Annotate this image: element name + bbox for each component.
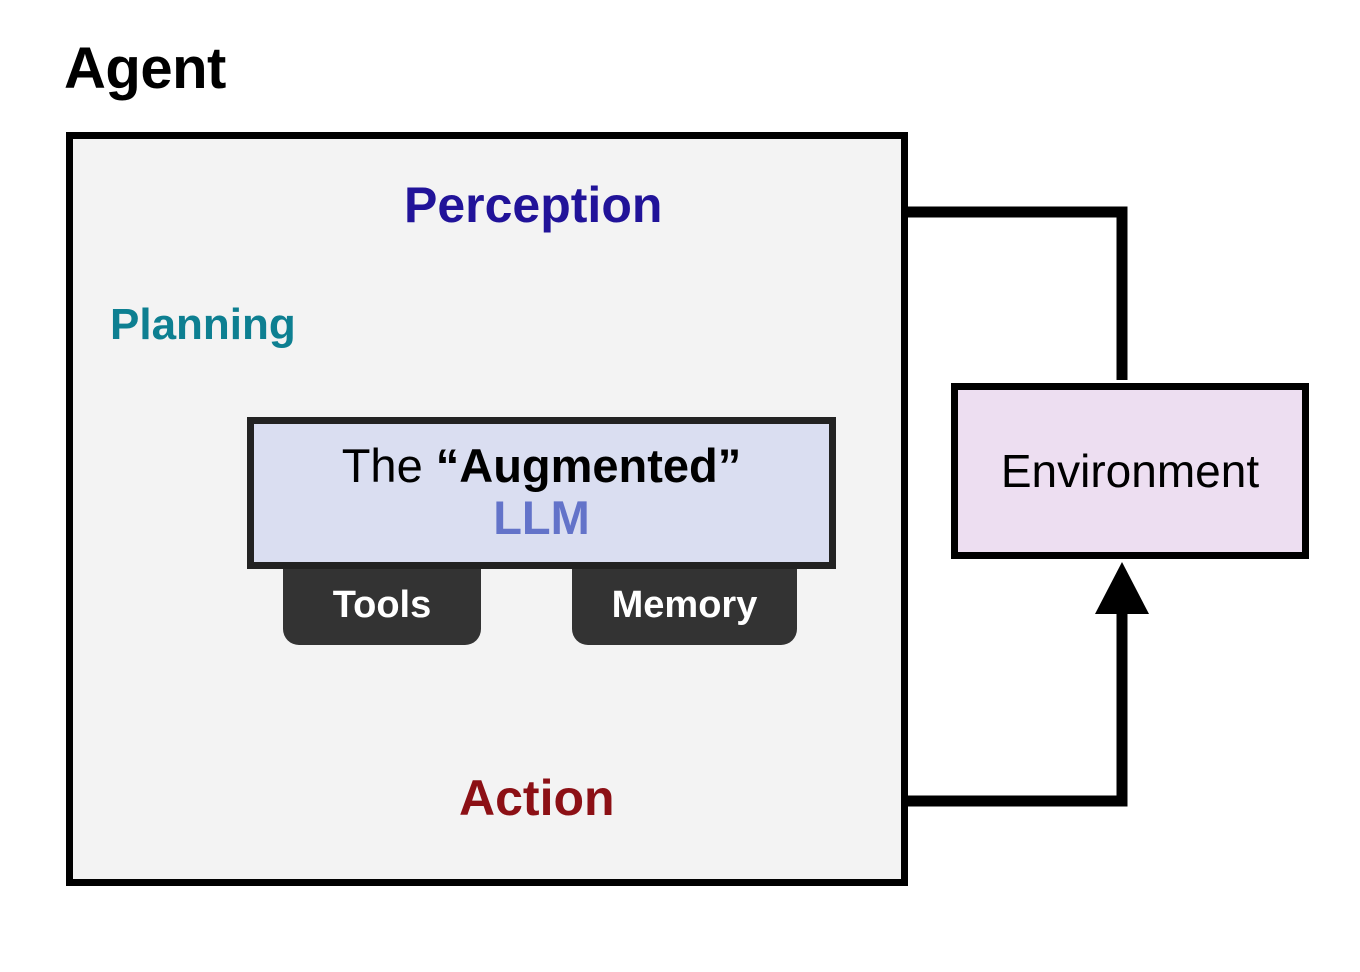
environment-label: Environment (1000, 445, 1260, 497)
stage-label-planning: Planning (110, 300, 296, 349)
capability-tab-memory-label: Memory (611, 583, 758, 626)
stage-label-action: Action (459, 770, 615, 826)
capability-tab-tools[interactable]: Tools (283, 565, 481, 645)
page-title: Agent (64, 36, 226, 101)
llm-title-plain-part: The (341, 439, 436, 493)
augmented-llm-box: The “Augmented” LLM (247, 417, 836, 569)
llm-title-strong-part: “Augmented” (435, 439, 742, 493)
capability-tab-tools-label: Tools (332, 583, 432, 626)
llm-box-subtitle: LLM (493, 491, 590, 545)
arrowhead-up-to-environment (1095, 562, 1149, 614)
stage-label-perception: Perception (404, 177, 663, 233)
llm-box-title-line: The “Augmented” (341, 439, 742, 493)
environment-box: Environment (951, 383, 1309, 559)
capability-tab-memory[interactable]: Memory (572, 565, 797, 645)
